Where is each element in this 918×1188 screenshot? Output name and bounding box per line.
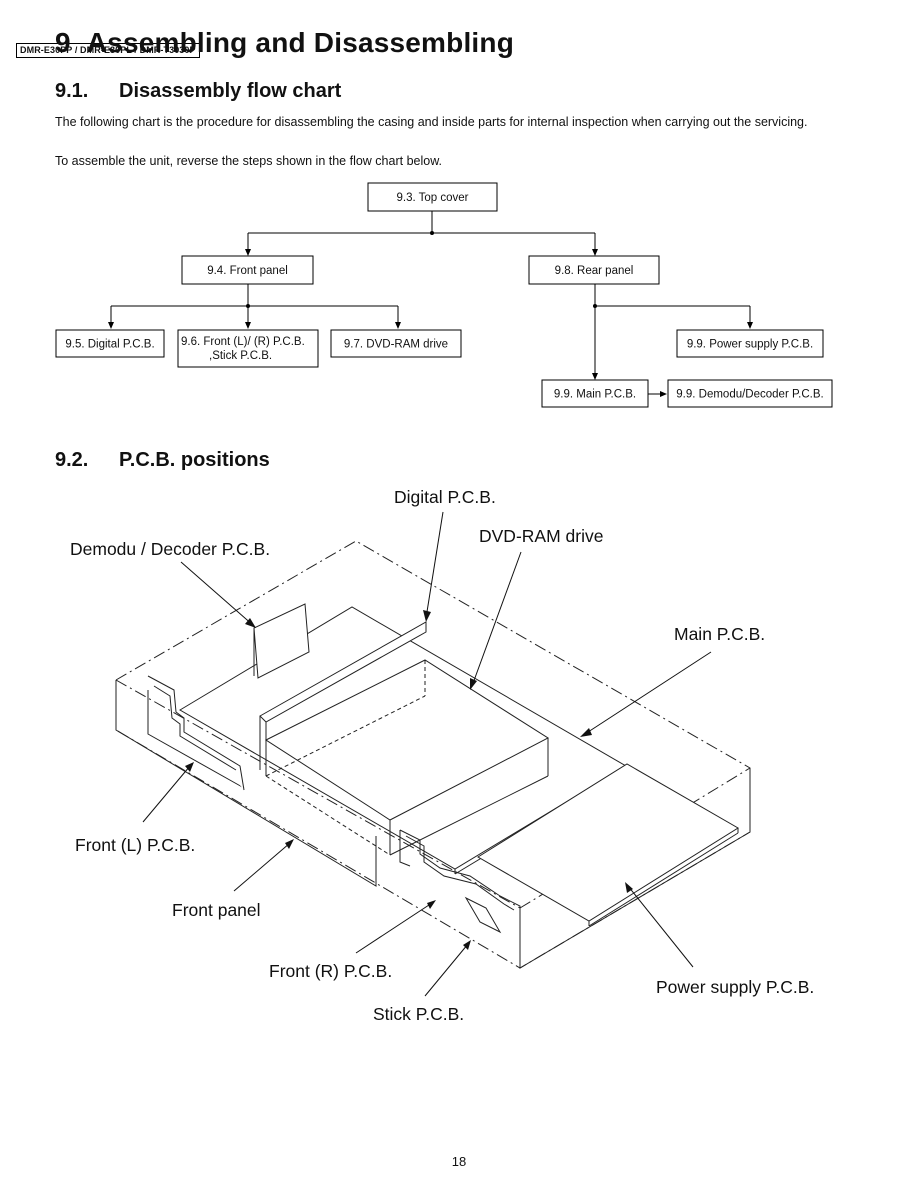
flow-label-digital-pcb: 9.5. Digital P.C.B. xyxy=(65,339,154,351)
flow-label-power-supply-pcb: 9.9. Power supply P.C.B. xyxy=(687,339,813,351)
flow-box-top-cover: 9.3. Top cover xyxy=(367,182,498,212)
pcb-positions-diagram: Digital P.C.B. Demodu / Decoder P.C.B. D… xyxy=(70,487,814,1024)
diagram-label-main-pcb: Main P.C.B. xyxy=(674,624,765,644)
demodu-decoder-pcb-board xyxy=(253,603,310,679)
model-tag: DMR-E30PP / DMR-E30PL / DMR-T3030P xyxy=(16,43,200,58)
flow-label-dvd-ram-drive: 9.7. DVD-RAM drive xyxy=(344,339,448,351)
diagram-label-front-r-pcb: Front (R) P.C.B. xyxy=(269,961,392,981)
chapter-title-text: Assembling and Disassembling xyxy=(86,27,515,58)
stick-pcb-board xyxy=(464,896,502,934)
section-9-2-title: 9.2. P.C.B. positions xyxy=(55,449,270,472)
flow-box-dvd-ram-drive: 9.7. DVD-RAM drive xyxy=(330,329,462,358)
intro-paragraph: The following chart is the procedure for… xyxy=(55,115,808,129)
assemble-note: To assemble the unit, reverse the steps … xyxy=(55,154,443,168)
diagram-label-front-l-pcb: Front (L) P.C.B. xyxy=(75,835,195,855)
diagram-label-dvd-ram-drive: DVD-RAM drive xyxy=(479,526,603,546)
front-r-pcb-board xyxy=(399,829,521,940)
flow-label-rear-panel: 9.8. Rear panel xyxy=(555,265,634,277)
page-number: 18 xyxy=(451,1154,467,1169)
power-supply-pcb-board xyxy=(477,763,739,927)
diagram-label-digital-pcb: Digital P.C.B. xyxy=(394,487,496,507)
front-l-pcb-board xyxy=(147,675,245,791)
leader-arrowheads xyxy=(185,610,633,950)
diagram-label-stick-pcb: Stick P.C.B. xyxy=(373,1004,464,1024)
flow-box-front-panel: 9.4. Front panel xyxy=(181,255,314,285)
flow-box-front-lr-pcb: 9.6. Front (L)/ (R) P.C.B. ,Stick P.C.B. xyxy=(177,329,319,368)
flow-box-rear-panel: 9.8. Rear panel xyxy=(528,255,660,285)
digital-pcb-board xyxy=(259,621,427,772)
flow-box-digital-pcb: 9.5. Digital P.C.B. xyxy=(55,329,165,358)
section-9-2-number: 9.2. xyxy=(55,449,89,471)
leader-lines xyxy=(142,511,712,997)
section-9-1-title: 9.1. Disassembly flow chart xyxy=(55,80,341,103)
diagram-label-power-supply-pcb: Power supply P.C.B. xyxy=(656,977,814,997)
diagram-label-front-panel: Front panel xyxy=(172,900,261,920)
section-9-1-number: 9.1. xyxy=(55,80,89,102)
flow-box-demodu-decoder-pcb: 9.9. Demodu/Decoder P.C.B. xyxy=(667,379,833,408)
flow-box-main-pcb: 9.9. Main P.C.B. xyxy=(541,379,649,408)
chapter-title: 9 Assembling and Disassembling xyxy=(55,27,514,59)
flow-box-power-supply-pcb: 9.9. Power supply P.C.B. xyxy=(676,329,824,358)
flow-label-front-lr-pcb-line1: 9.6. Front (L)/ (R) P.C.B. xyxy=(181,336,305,348)
flow-chart: 9.3. Top cover 9.4. Front panel 9.8. Rea… xyxy=(55,182,833,408)
front-panel-left xyxy=(115,680,377,887)
flow-label-top-cover: 9.3. Top cover xyxy=(396,192,468,204)
section-9-1-title-text: Disassembly flow chart xyxy=(119,80,342,102)
flow-label-main-pcb: 9.9. Main P.C.B. xyxy=(554,389,636,401)
flow-label-demodu-decoder-pcb: 9.9. Demodu/Decoder P.C.B. xyxy=(676,389,823,401)
flow-label-front-panel: 9.4. Front panel xyxy=(207,265,288,277)
chapter-number: 9 xyxy=(55,27,71,58)
diagram-label-demodu-decoder-pcb: Demodu / Decoder P.C.B. xyxy=(70,539,270,559)
flow-label-front-lr-pcb-line2: ,Stick P.C.B. xyxy=(209,350,272,362)
section-9-2-title-text: P.C.B. positions xyxy=(119,449,270,471)
